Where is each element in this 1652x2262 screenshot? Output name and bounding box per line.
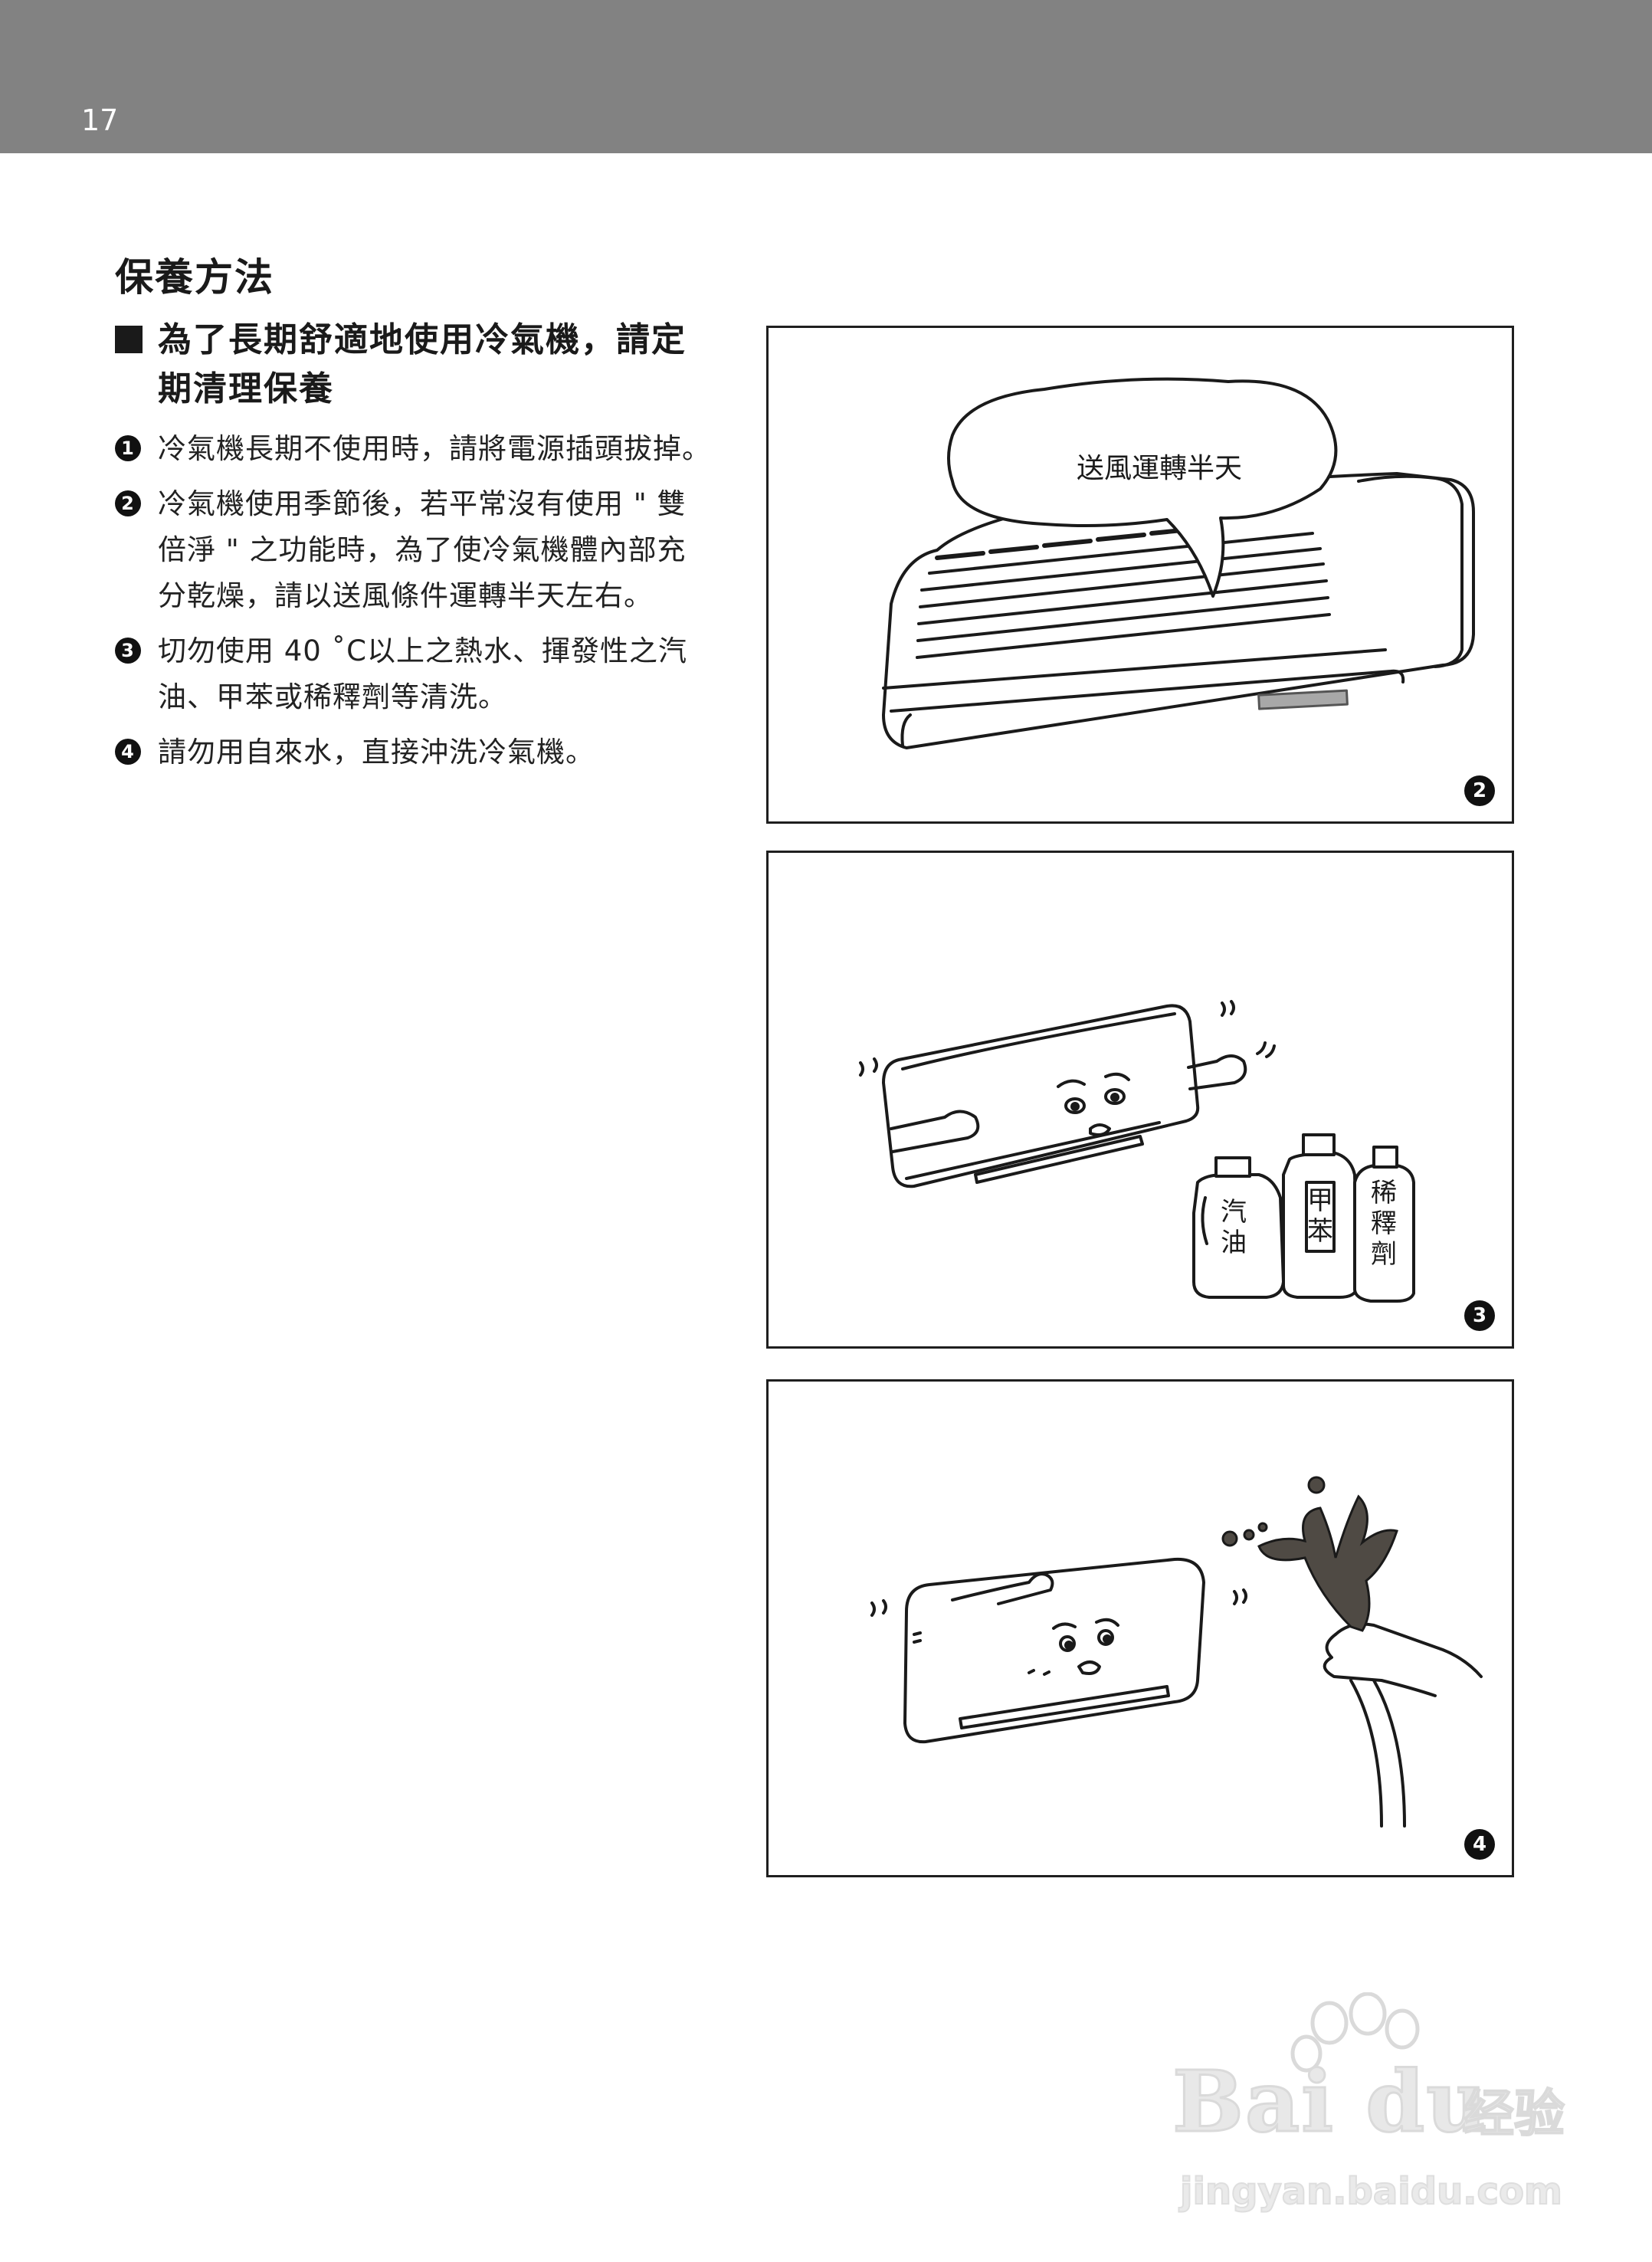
section-heading-text: 為了長期舒適地使用冷氣機，請定期清理保養 [158, 320, 687, 408]
figure-number-badge: 2 [1464, 775, 1495, 806]
list-item-text: 請勿用自來水，直接沖洗冷氣機。 [158, 736, 595, 769]
square-bullet-icon [115, 326, 143, 353]
list-item: 1 冷氣機長期不使用時，請將電源插頭拔掉。 [115, 426, 713, 472]
watermark-brand: Bai du [1171, 2051, 1490, 2152]
list-item: 2 冷氣機使用季節後，若平常沒有使用 " 雙倍淨 " 之功能時，為了使冷氣機體內… [115, 481, 713, 619]
list-item: 4 請勿用自來水，直接沖洗冷氣機。 [115, 729, 713, 775]
maintenance-list: 1 冷氣機長期不使用時，請將電源插頭拔掉。 2 冷氣機使用季節後，若平常沒有使用… [115, 426, 713, 785]
figure-no-water: 4 [766, 1379, 1514, 1877]
number-badge-icon: 1 [115, 435, 141, 461]
watermark-url: jingyan.baidu.com [1179, 2169, 1563, 2214]
toluene-char: 苯 [1307, 1216, 1333, 1247]
gasoline-char: 汽 [1221, 1197, 1247, 1228]
solvents-illustration: 汽 油 甲 苯 稀 釋 劑 [859, 1000, 1415, 1303]
toluene-char: 甲 [1307, 1185, 1333, 1216]
number-badge-icon: 3 [115, 638, 141, 664]
thinner-char: 稀 [1371, 1178, 1397, 1208]
bottle-label-gasoline: 汽 油 [1221, 1197, 1255, 1258]
number-badge-icon: 4 [115, 739, 141, 765]
figure-number-badge: 3 [1464, 1300, 1495, 1331]
paw-logo-icon [1290, 1992, 1420, 2073]
number-badge-icon: 2 [115, 490, 141, 516]
speech-bubble-text: 送風運轉半天 [1077, 453, 1242, 484]
section-heading: 為了長期舒適地使用冷氣機，請定期清理保養 [115, 316, 713, 414]
list-item-text: 冷氣機長期不使用時，請將電源插頭拔掉。 [158, 432, 711, 465]
page-title: 保養方法 [115, 255, 274, 300]
list-item-text: 切勿使用 40 ˚C以上之熱水、揮發性之汽油、甲苯或稀釋劑等清洗。 [158, 634, 687, 713]
air-conditioner-illustration: 送風運轉半天 [882, 377, 1475, 749]
bottle-label-thinner: 稀 釋 劑 [1371, 1178, 1405, 1270]
bottle-label-toluene: 甲 苯 [1307, 1185, 1342, 1247]
list-item-text: 冷氣機使用季節後，若平常沒有使用 " 雙倍淨 " 之功能時，為了使冷氣機體內部充… [158, 487, 687, 612]
list-item: 3 切勿使用 40 ˚C以上之熱水、揮發性之汽油、甲苯或稀釋劑等清洗。 [115, 628, 713, 720]
figure-number-badge: 4 [1464, 1829, 1495, 1860]
thinner-char: 釋 [1371, 1208, 1397, 1239]
baidu-watermark: Bai du 经验 jingyan.baidu.com [1165, 1992, 1594, 2230]
watermark-tag: 经验 [1463, 2083, 1565, 2144]
figure-fan-mode: 送風運轉半天 2 [766, 326, 1514, 824]
figure-no-solvents: 汽 油 甲 苯 稀 釋 劑 3 [766, 851, 1514, 1349]
page-number: 17 [81, 103, 119, 137]
gasoline-char: 油 [1221, 1228, 1247, 1258]
header-bar: 17 [0, 0, 1652, 153]
water-hose-illustration [870, 1476, 1483, 1828]
thinner-char: 劑 [1371, 1239, 1397, 1270]
